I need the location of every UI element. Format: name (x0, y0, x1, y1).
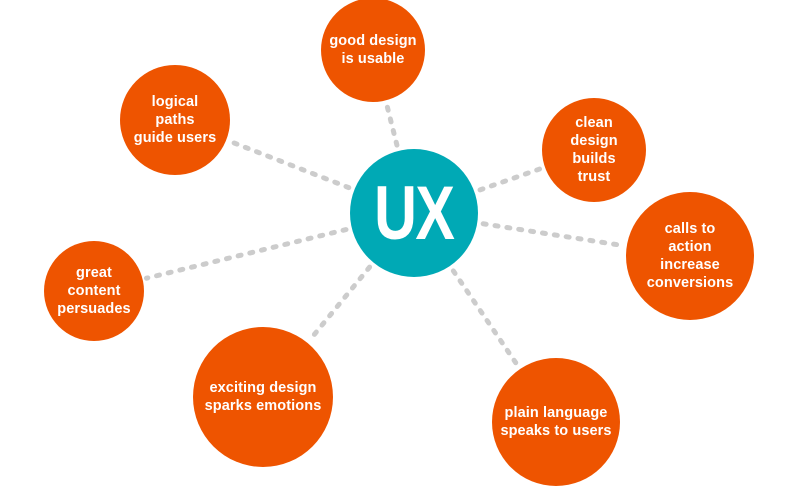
bubble-exciting-design: exciting design sparks emotions (193, 327, 333, 467)
bubble-label: plain language speaks to users (500, 405, 612, 439)
bubble-label: logical paths guide users (133, 94, 217, 146)
connector-plain-language (450, 268, 521, 369)
bubble-label: clean design builds trust (570, 115, 618, 185)
bubble-calls-to-action: calls to action increase conversions (626, 192, 754, 320)
connector-exciting-design (307, 264, 373, 343)
bubble-clean-design: clean design builds trust (542, 98, 646, 202)
bubble-label: calls to action increase conversions (646, 221, 734, 291)
connector-good-design (384, 101, 400, 148)
bubble-good-design: good design is usable (321, 0, 425, 102)
ux-hub-circle: UX (350, 149, 478, 277)
bubble-label: good design is usable (329, 33, 417, 67)
connector-calls-to-action (480, 221, 626, 249)
connector-clean-design (477, 165, 544, 193)
bubble-logical-paths: logical paths guide users (120, 65, 230, 175)
hub-label: UX (374, 171, 455, 256)
bubble-label: great content persuades (57, 265, 131, 317)
bubble-plain-language: plain language speaks to users (492, 358, 620, 486)
bubble-label: exciting design sparks emotions (204, 380, 322, 414)
connector-great-content (143, 227, 349, 281)
connector-logical-paths (227, 138, 352, 191)
bubble-great-content: great content persuades (44, 241, 144, 341)
